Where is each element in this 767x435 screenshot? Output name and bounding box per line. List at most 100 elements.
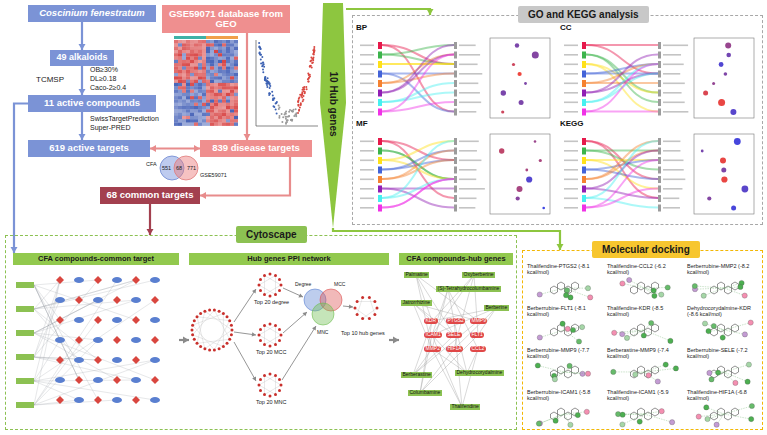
- heatmap-cell: [190, 66, 194, 69]
- ppi-node: [196, 342, 199, 345]
- heatmap-cell: [186, 63, 190, 66]
- heatmap-cell: [234, 63, 238, 66]
- heatmap-cell: [198, 70, 202, 73]
- heatmap-cell: [214, 73, 218, 76]
- sankey-bar: [378, 176, 382, 183]
- residue-dot: [611, 369, 616, 374]
- heatmap-cell: [182, 93, 186, 96]
- heatmap-cell: [222, 86, 226, 89]
- heatmap-cell: [226, 106, 230, 109]
- volcano-dot: [278, 108, 280, 110]
- heatmap-cell: [226, 50, 230, 53]
- interaction-line: [695, 286, 724, 288]
- heatmap-cell: [226, 66, 230, 69]
- heatmap-cell: [198, 113, 202, 116]
- target-diamond: [56, 396, 64, 404]
- residue-dot: [733, 380, 738, 385]
- residue-dot: [745, 379, 750, 384]
- ppi-node: [269, 273, 272, 276]
- term-text-mark: [459, 92, 480, 94]
- residue-dot: [704, 405, 709, 410]
- residue-dot: [576, 339, 581, 344]
- target-ellipse: [55, 297, 65, 303]
- panel-header: Molecular docking: [592, 241, 700, 258]
- heatmap-group-bar: [174, 36, 178, 39]
- heatmap-cell: [206, 57, 210, 60]
- heatmap-cell: [230, 57, 234, 60]
- term-bar: [658, 176, 661, 183]
- target-diamond: [113, 336, 121, 344]
- heatmap-cell: [222, 90, 226, 93]
- ppi-node: [274, 343, 277, 346]
- heatmap-cell: [210, 90, 214, 93]
- arrowhead: [200, 192, 206, 199]
- sankey-flow: [382, 151, 454, 180]
- network-link: [34, 280, 117, 405]
- venn-circle: [312, 303, 334, 325]
- ppi-link: [264, 326, 265, 345]
- heatmap-cell: [206, 66, 210, 69]
- heatmap-cell: [182, 109, 186, 112]
- heatmap-cell: [230, 103, 234, 106]
- interaction-line: [705, 324, 724, 331]
- term-bar: [454, 71, 457, 78]
- network-link: [34, 285, 60, 320]
- residue-dot: [673, 366, 678, 371]
- flow-head: [349, 304, 353, 308]
- heatmap-cell: [234, 57, 238, 60]
- residue-dot: [633, 372, 638, 377]
- dotplot-frame: [490, 38, 550, 118]
- heatmap-cell: [186, 123, 190, 126]
- volcano-dot: [259, 48, 261, 50]
- heatmap-group-bar: [182, 36, 186, 39]
- sankey-bar: [378, 138, 382, 145]
- heatmap-cell: [174, 70, 178, 73]
- residue-dot: [620, 281, 625, 286]
- heatmap-group-bar: [198, 36, 202, 39]
- volcano-dot: [261, 56, 263, 58]
- heatmap-cell: [206, 76, 210, 79]
- heatmap-cell: [210, 106, 214, 109]
- heatmap-cell: [218, 93, 222, 96]
- heatmap-cell: [174, 86, 178, 89]
- sankey-bar: [582, 205, 586, 212]
- ppi-link: [259, 385, 276, 395]
- gene-text-mark: [564, 83, 578, 85]
- target-ellipse: [55, 377, 65, 383]
- heatmap-cell: [230, 93, 234, 96]
- term-bar: [658, 138, 661, 145]
- heatmap-cell: [178, 57, 182, 60]
- residue-dot: [552, 377, 557, 382]
- volcano-dot: [306, 88, 308, 90]
- heatmap-cell: [194, 90, 198, 93]
- volcano-dot: [258, 42, 260, 44]
- target-ellipse: [93, 337, 103, 343]
- heatmap-cell: [198, 43, 202, 46]
- process-box: 49 alkaloids: [50, 50, 114, 66]
- heatmap-cell: [230, 113, 234, 116]
- dotplot-dot: [703, 91, 708, 96]
- heatmap-cell: [222, 60, 226, 63]
- volcano-dot: [301, 94, 303, 96]
- heatmap-cell: [218, 113, 222, 116]
- heatmap-cell: [182, 73, 186, 76]
- volcano-dot: [308, 81, 310, 83]
- heatmap-cell: [190, 57, 194, 60]
- heatmap-cell: [218, 70, 222, 73]
- term-bar: [454, 109, 457, 116]
- heatmap-cell: [202, 86, 206, 89]
- volcano-dot: [291, 119, 293, 121]
- heatmap-cell: [194, 103, 198, 106]
- heatmap-cell: [226, 57, 230, 60]
- term-bar: [454, 99, 457, 106]
- volcano-dot: [260, 63, 262, 65]
- heatmap-cell: [202, 83, 206, 86]
- volcano-dot: [264, 79, 266, 81]
- residue-dot: [637, 419, 642, 424]
- volcano-dot: [266, 86, 268, 88]
- sankey-flow: [586, 111, 658, 113]
- connector: [14, 104, 28, 254]
- sankey-flow: [586, 160, 658, 208]
- volcano-dot: [308, 78, 310, 80]
- network-link: [454, 308, 496, 349]
